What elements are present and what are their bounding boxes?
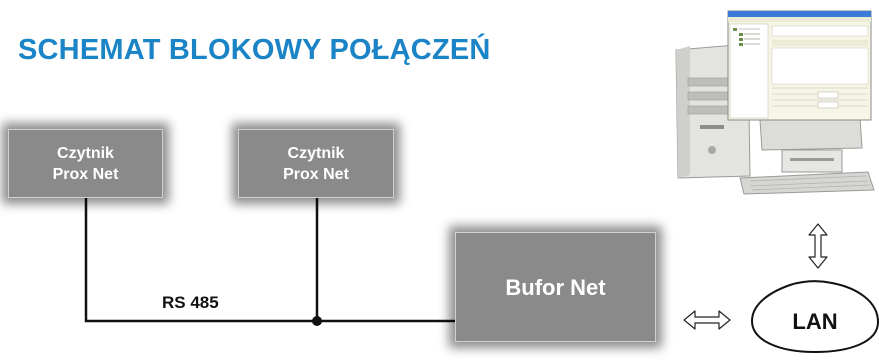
buffer-block: Bufor Net [455,232,656,342]
lan-cloud-shape [750,280,879,354]
junction-dot [312,316,322,326]
rs485-label: RS 485 [162,293,219,312]
reader-2-line1: Czytnik [287,144,345,162]
reader-2-line2: Prox Net [283,165,349,183]
diagram-title: SCHEMAT BLOKOWY POŁĄCZEŃ [18,34,491,66]
rs485-bus-line [84,195,456,323]
reader-block-1: Czytnik Prox Net [8,129,163,198]
lan-label: LAN [792,309,837,334]
reader-block-2: Czytnik Prox Net [238,129,394,198]
buffer-label: Bufor Net [505,274,606,300]
reader-1-line1: Czytnik [57,144,114,162]
reader-1-line2: Prox Net [52,165,119,183]
